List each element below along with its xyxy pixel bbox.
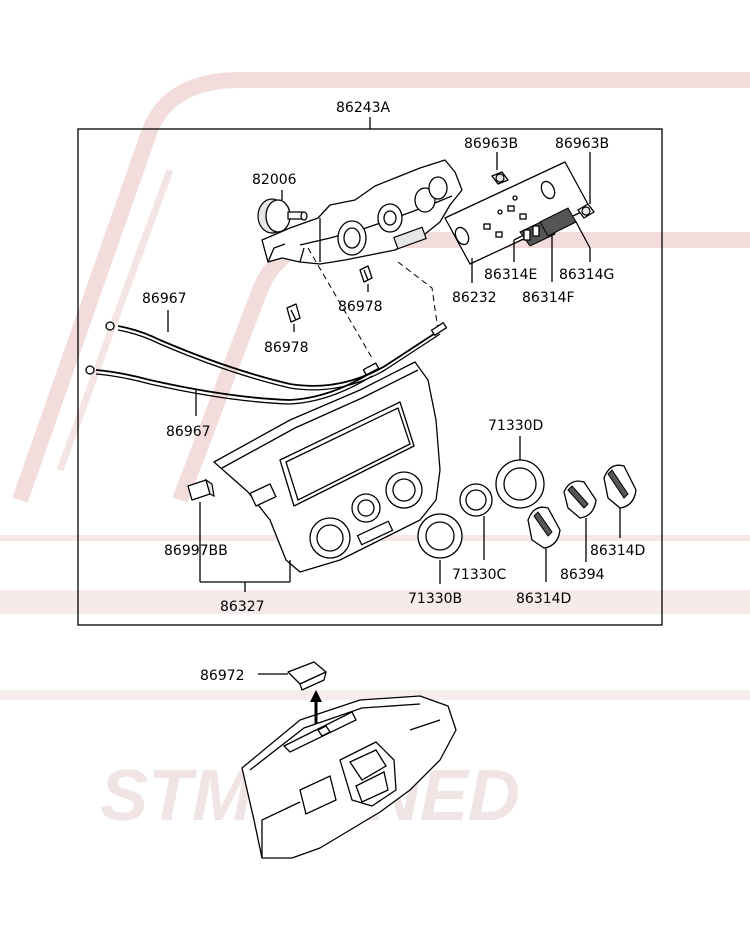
switch-block: [519, 207, 577, 247]
label-86394: 86394: [560, 567, 605, 583]
label-86243a: 86243A: [336, 100, 391, 116]
cover-86972: [287, 661, 327, 691]
knob-86314d-right: [603, 464, 637, 509]
label-86963b-b: 86963B: [555, 136, 609, 152]
knob-86314d-center: [527, 506, 561, 549]
cable-guide-b: [397, 261, 439, 331]
control-cable-86967-lower: [85, 362, 380, 405]
leader-86314e-tip: [513, 235, 523, 241]
knob-86394: [563, 480, 597, 519]
center-bezel-86327: [213, 361, 441, 573]
clip-86978-b: [286, 303, 301, 323]
label-86314g: 86314G: [559, 267, 614, 283]
label-86972: 86972: [200, 668, 245, 684]
cable-guide-a: [307, 247, 373, 359]
label-86997bb: 86997BB: [164, 543, 228, 559]
bulb-86963b-right: [577, 203, 595, 219]
label-86978-a: 86978: [338, 299, 383, 315]
ring-71330c: [459, 483, 493, 517]
label-71330d: 71330D: [488, 418, 543, 434]
label-71330b: 71330B: [408, 591, 462, 607]
heater-control-unit: [261, 159, 463, 265]
label-86314d-b: 86314D: [516, 591, 571, 607]
leader-86314g: [574, 219, 591, 249]
label-86978-b: 86978: [264, 340, 309, 356]
control-panel-86232: [444, 161, 591, 265]
bulb-86963b-left: [491, 171, 509, 185]
label-86963b-a: 86963B: [464, 136, 518, 152]
clip-86978-a: [359, 265, 373, 283]
label-71330c: 71330C: [452, 567, 507, 583]
install-arrow: [310, 690, 322, 724]
label-86314d-a: 86314D: [590, 543, 645, 559]
ring-71330d: [495, 459, 545, 509]
label-86314f: 86314F: [522, 290, 575, 306]
dashboard-assembly: [241, 695, 457, 859]
label-86967-b: 86967: [166, 424, 211, 440]
label-86232: 86232: [452, 290, 497, 306]
label-86327: 86327: [220, 599, 265, 615]
ring-71330b: [417, 513, 463, 559]
label-82006: 82006: [252, 172, 297, 188]
clip-86997bb: [187, 478, 215, 501]
label-86967-a: 86967: [142, 291, 187, 307]
label-86314e: 86314E: [484, 267, 537, 283]
blower-motor-82006: [257, 198, 308, 234]
